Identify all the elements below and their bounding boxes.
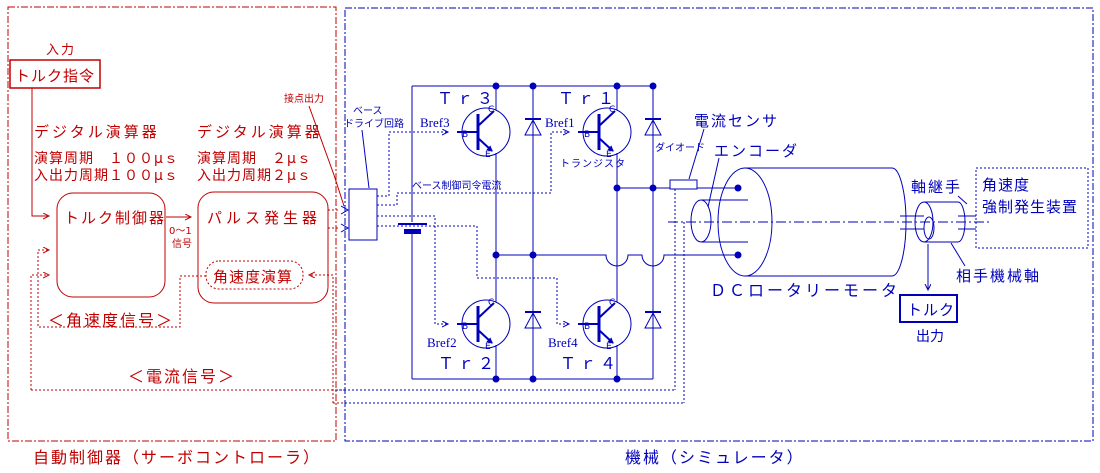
- torque-command-wire: [31, 88, 48, 216]
- forced-generator-label-1: 角速度: [982, 176, 1030, 194]
- digital-calculator-2-note: デジタル演算器 演算周期 ２μｓ 入出力周期２μｓ: [197, 123, 323, 184]
- current-feedback-wire-red: [30, 275, 48, 390]
- tr2-pin-e: E: [485, 342, 491, 352]
- transistor-tr2: B C E: [457, 298, 511, 352]
- current-signal-label: ＜電流信号＞: [128, 367, 236, 386]
- forced-generator-label-2: 強制発生装置: [982, 198, 1078, 216]
- tr3-label: Ｔｒ３: [437, 89, 497, 108]
- torque-command-label: トルク指令: [15, 67, 95, 85]
- encoder-leader: [707, 157, 720, 208]
- bref3-label: Bref3: [420, 115, 450, 130]
- angular-velocity-calc-block: [205, 260, 304, 290]
- motor-label: ＤＣロータリーモータ: [710, 281, 900, 300]
- pulse-generator-block: [197, 191, 329, 304]
- torque-output-sub-label: 出力: [916, 329, 944, 345]
- mating-shaft-label: 相手機械軸: [956, 267, 1041, 285]
- current-sensor-label: 電流センサ: [694, 112, 779, 130]
- forced-generator-box: [975, 167, 1089, 249]
- svg-text:デジタル演算器: デジタル演算器: [34, 123, 160, 141]
- encoder-feedback-wire-red: [310, 275, 334, 403]
- controller-boundary-box: [7, 6, 337, 442]
- base-wire-tr1: [377, 132, 568, 206]
- tr4-pin-b: B: [584, 322, 590, 332]
- motor-bottom-wire: [533, 254, 738, 267]
- base-drive-leader-line: [361, 129, 370, 189]
- machine-boundary-box: [344, 7, 1094, 442]
- bref4-label: Bref4: [548, 335, 578, 350]
- tr2-pin-b: B: [462, 322, 468, 332]
- junction-dots: [492, 82, 742, 383]
- shaft-coupling-drawing: [900, 201, 976, 243]
- contact-output-leader-line: [308, 105, 345, 207]
- tr3-pin-c: C: [488, 105, 494, 115]
- contact-input-arrow-2: [340, 223, 350, 233]
- torque-controller-label: トルク制御器: [64, 209, 166, 227]
- tr1-label: Ｔｒ１: [558, 89, 618, 108]
- base-wire-tr2: [377, 215, 447, 324]
- diode-note: ダイオード: [655, 141, 705, 154]
- tr1-pin-b: B: [584, 130, 590, 140]
- contact-input-arrow-1: [340, 205, 350, 215]
- diode-d1: [644, 118, 662, 136]
- angular-velocity-feedback-wire: [37, 250, 206, 328]
- transistor-tr4: B C E: [578, 298, 632, 352]
- diode-d2: [524, 311, 542, 329]
- base-wire-tr4: [377, 225, 568, 324]
- angular-velocity-signal-label: ＜角速度信号＞: [48, 311, 174, 330]
- bref1-label: Bref1: [545, 115, 575, 130]
- diode-d3: [524, 118, 542, 136]
- svg-text:演算周期 １００μｓ: 演算周期 １００μｓ: [34, 151, 179, 167]
- svg-text:デジタル演算器: デジタル演算器: [197, 123, 323, 141]
- tr3-pin-b: B: [462, 130, 468, 140]
- input-label: 入力: [46, 43, 76, 58]
- angular-velocity-calc-label: 角速度演算: [213, 268, 293, 286]
- mating-shaft-leader: [950, 242, 966, 267]
- transistor-note: トランジスタ: [560, 158, 626, 170]
- torque-controller-block: [56, 192, 166, 298]
- current-sensor-element: [669, 179, 698, 190]
- tr2-label: Ｔｒ２: [438, 354, 498, 373]
- base-drive-label-2: ドライブ回路: [344, 117, 404, 130]
- current-sensor-leader: [688, 128, 705, 180]
- diode-d4: [644, 311, 662, 329]
- transistor-tr1: B C E: [578, 105, 632, 160]
- battery-symbol: [398, 223, 427, 234]
- coupling-leader: [957, 195, 968, 205]
- svg-text:入出力周期２μｓ: 入出力周期２μｓ: [197, 168, 312, 184]
- digital-calculator-1-note: デジタル演算器 演算周期 １００μｓ 入出力周期１００μｓ: [34, 123, 179, 184]
- base-wire-tr3: [377, 132, 447, 197]
- tr2-pin-c: C: [488, 298, 494, 308]
- signal-01-sub-label: 信号: [172, 238, 192, 250]
- base-drive-label-1: ベース: [353, 105, 383, 117]
- pulse-generator-label: パルス発生器: [207, 209, 321, 227]
- bridge-leg-wires: [495, 86, 654, 379]
- tr4-pin-c: C: [609, 298, 615, 308]
- torque-output-box: [899, 294, 958, 323]
- tr3-pin-e: E: [485, 150, 491, 160]
- tr4-label: Ｔｒ４: [560, 354, 620, 373]
- encoder-label: エンコーダ: [714, 142, 799, 160]
- svg-text:演算周期 ２μｓ: 演算周期 ２μｓ: [197, 151, 312, 167]
- contact-output-label: 接点出力: [284, 92, 324, 105]
- svg-text:入出力周期１００μｓ: 入出力周期１００μｓ: [34, 168, 179, 184]
- current-feedback-wire-blue: [336, 189, 676, 391]
- bref2-label: Bref2: [427, 335, 457, 350]
- tr4-pin-e: E: [606, 342, 612, 352]
- torque-command-box: [9, 59, 101, 89]
- torque-output-label: トルク: [907, 301, 955, 319]
- machine-caption: 機械（シミュレータ）: [625, 448, 805, 467]
- transistor-tr3: B C E: [457, 105, 511, 160]
- base-control-current-label: ベース制御司令電流: [412, 179, 502, 192]
- tr1-pin-c: C: [609, 105, 615, 115]
- controller-caption: 自動制御器（サーボコントローラ）: [33, 448, 321, 467]
- encoder-feedback-wire-blue: [345, 222, 685, 404]
- tr1-pin-e: E: [606, 150, 612, 160]
- coupling-label: 軸継手: [911, 178, 962, 196]
- base-drive-circuit-box: [348, 188, 378, 241]
- signal-01-label: 0～1: [169, 226, 192, 237]
